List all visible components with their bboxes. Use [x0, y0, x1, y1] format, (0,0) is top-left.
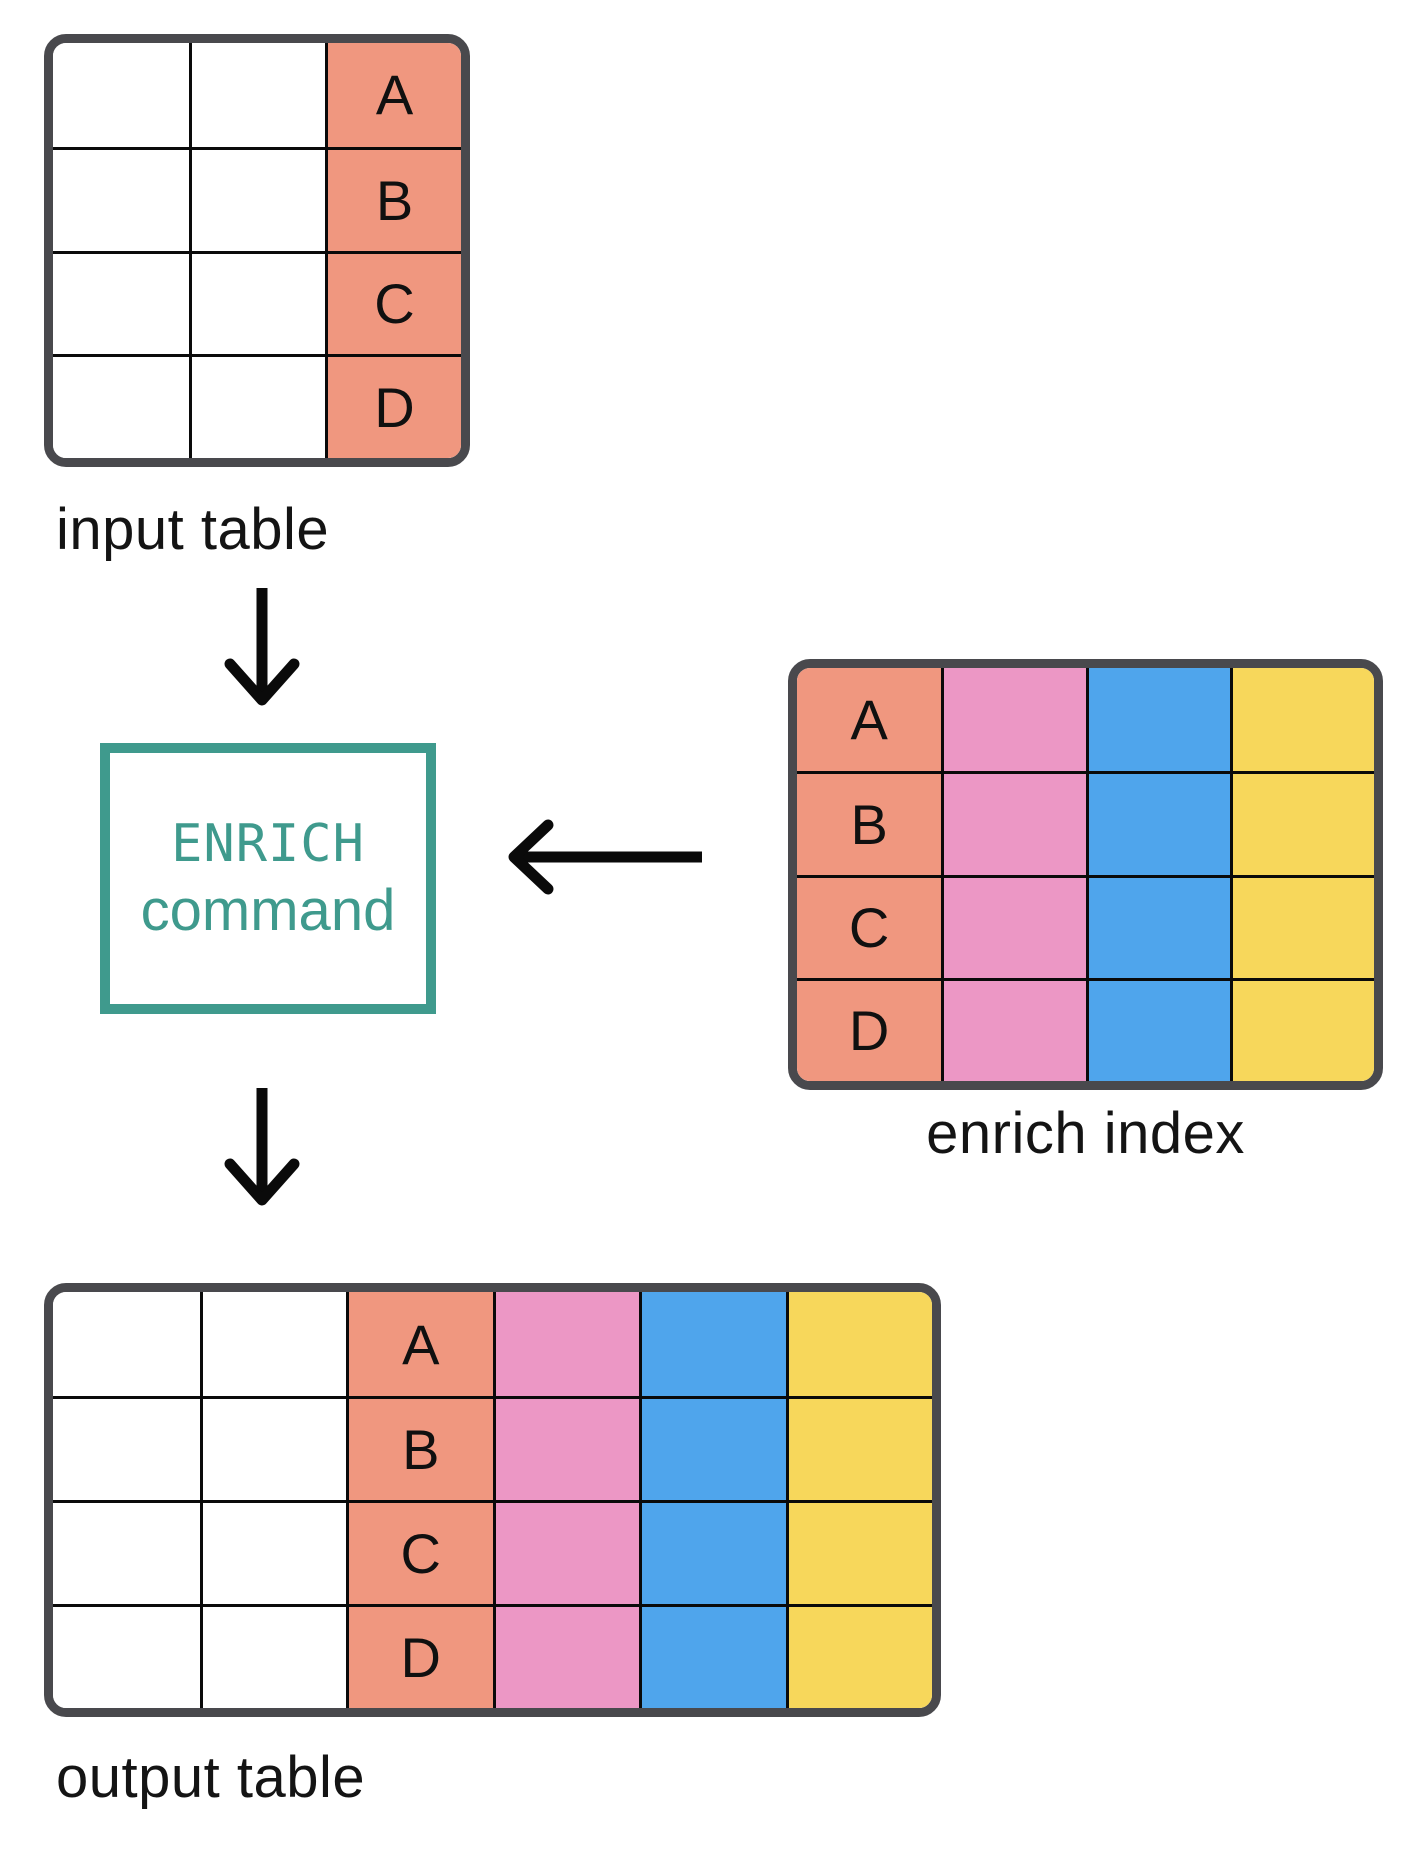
table-cell — [53, 1500, 200, 1604]
table-cell — [53, 250, 189, 355]
table-cell — [199, 1396, 346, 1500]
enrich-index-label: enrich index — [926, 1101, 1245, 1166]
input-table-label: input table — [56, 497, 330, 562]
table-cell: A — [346, 1292, 493, 1396]
table-cell: C — [325, 250, 461, 355]
table-cell — [1085, 874, 1230, 978]
table-cell — [785, 1396, 932, 1500]
table-cell — [941, 977, 1086, 1081]
table-cell — [1229, 874, 1374, 978]
table-cell: C — [797, 874, 942, 978]
table-cell — [53, 354, 189, 458]
table-cell — [639, 1604, 786, 1708]
table-cell — [1085, 977, 1230, 1081]
table-cell — [199, 1500, 346, 1604]
enrich-command-keyword: ENRICH — [171, 813, 365, 874]
table-cell: B — [346, 1396, 493, 1500]
table-cell: C — [346, 1500, 493, 1604]
table-cell: A — [797, 668, 942, 772]
table-cell: D — [346, 1604, 493, 1708]
table-cell — [53, 146, 189, 251]
table-cell — [1229, 771, 1374, 875]
table-cell — [785, 1604, 932, 1708]
table-cell — [492, 1604, 639, 1708]
table-cell — [189, 354, 325, 458]
arrow-down-input-to-command-icon — [217, 584, 307, 712]
table-cell: D — [325, 354, 461, 458]
table-cell — [941, 771, 1086, 875]
table-cell — [53, 1396, 200, 1500]
table-cell — [189, 250, 325, 355]
table-cell — [1085, 668, 1230, 772]
table-cell — [189, 146, 325, 251]
table-cell: B — [325, 146, 461, 251]
table-cell — [941, 874, 1086, 978]
enrich-command-box: ENRICH command — [100, 743, 436, 1014]
table-cell — [199, 1604, 346, 1708]
table-cell — [53, 1604, 200, 1708]
table-cell — [53, 1292, 200, 1396]
table-cell — [941, 668, 1086, 772]
table-cell — [785, 1500, 932, 1604]
table-cell — [639, 1292, 786, 1396]
table-cell — [53, 43, 189, 147]
table-cell — [189, 43, 325, 147]
table-cell — [492, 1396, 639, 1500]
table-cell — [639, 1500, 786, 1604]
table-cell — [492, 1500, 639, 1604]
table-cell — [785, 1292, 932, 1396]
arrow-down-command-to-output-icon — [217, 1084, 307, 1212]
table-cell: D — [797, 977, 942, 1081]
table-cell: B — [797, 771, 942, 875]
output-table-label: output table — [56, 1745, 366, 1810]
table-cell: A — [325, 43, 461, 147]
table-cell — [1085, 771, 1230, 875]
table-cell — [199, 1292, 346, 1396]
arrow-left-index-to-command-icon — [506, 812, 706, 902]
table-cell — [492, 1292, 639, 1396]
table-cell — [639, 1396, 786, 1500]
table-cell — [1229, 977, 1374, 1081]
table-cell — [1229, 668, 1374, 772]
enrich-command-word: command — [140, 877, 396, 943]
